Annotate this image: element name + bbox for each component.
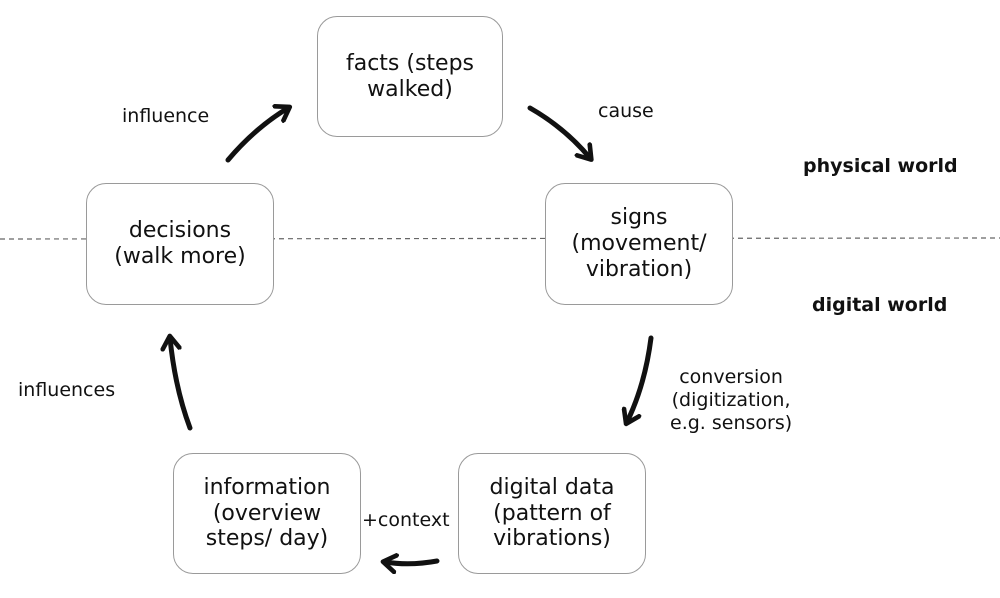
node-decisions-label: decisions (walk more): [114, 218, 246, 269]
zone-label-digital-world: digital world: [812, 294, 948, 316]
node-signs-label: signs (movement/ vibration): [571, 205, 707, 282]
node-decisions: decisions (walk more): [86, 183, 274, 305]
node-digital-data-label: digital data (pattern of vibrations): [489, 474, 615, 552]
node-information-label: information (overview steps/ day): [203, 474, 331, 552]
edge-label-conversion-text: conversion (digitization, e.g. sensors): [670, 366, 793, 435]
edge-label-influences: influences: [18, 379, 116, 401]
arrow-context: [385, 561, 440, 564]
arrow-cause: [527, 105, 590, 158]
arrow-influence: [225, 108, 288, 163]
arrow-influences: [170, 338, 193, 431]
edge-label-cause: cause: [598, 100, 654, 122]
node-signs: signs (movement/ vibration): [545, 183, 733, 305]
node-information: information (overview steps/ day): [173, 453, 361, 574]
arrow-conversion: [627, 335, 654, 422]
edge-label-influence: influence: [122, 105, 210, 127]
edge-label-conversion: conversion (digitization, e.g. sensors): [670, 366, 792, 436]
node-digital-data: digital data (pattern of vibrations): [458, 453, 646, 574]
zone-label-physical-world: physical world: [803, 155, 958, 177]
edge-label-context: +context: [362, 509, 450, 531]
node-facts-label: facts (steps walked): [345, 50, 475, 102]
node-facts: facts (steps walked): [317, 16, 503, 137]
